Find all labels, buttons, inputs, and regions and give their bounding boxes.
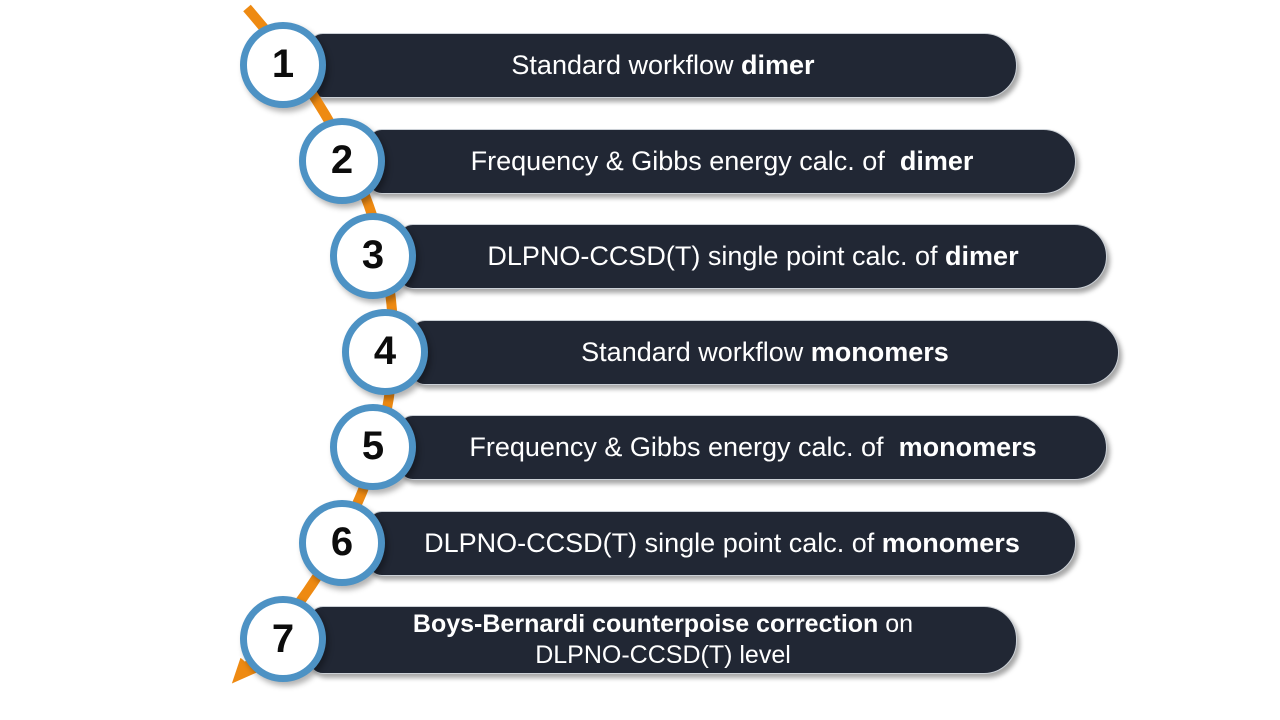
step-bar-6: DLPNO-CCSD(T) single point calc. of mono… — [368, 511, 1076, 576]
step-label-part: DLPNO-CCSD(T) single point calc. of — [487, 241, 946, 271]
step-bar-7: Boys-Bernardi counterpoise correction on… — [309, 606, 1017, 674]
step-label-part: Frequency & Gibbs energy calc. of — [469, 432, 899, 462]
step-bar-3: DLPNO-CCSD(T) single point calc. of dime… — [399, 224, 1107, 289]
step-label-part: dimer — [899, 146, 974, 176]
step-bar-1: Standard workflow dimer — [309, 33, 1017, 98]
step-label-part: monomers — [810, 337, 949, 367]
step-circle-7: 7 — [240, 596, 326, 682]
step-label-part: on DLPNO-CCSD(T) level — [535, 609, 914, 670]
step-number: 7 — [271, 616, 295, 661]
step-number: 2 — [330, 138, 354, 182]
step-bar-2: Frequency & Gibbs energy calc. of dimer — [368, 129, 1076, 194]
step-label-6: DLPNO-CCSD(T) single point calc. of mono… — [400, 528, 1044, 559]
step-bar-5: Frequency & Gibbs energy calc. of monome… — [399, 415, 1107, 480]
step-label-part: dimer — [741, 50, 815, 80]
step-label-part: Frequency & Gibbs energy calc. of — [470, 146, 900, 176]
step-number: 4 — [373, 329, 397, 373]
step-label-1: Standard workflow dimer — [487, 50, 838, 81]
step-number: 1 — [271, 42, 295, 86]
step-label-part: dimer — [945, 241, 1019, 271]
step-circle-6: 6 — [299, 499, 385, 586]
step-number: 6 — [330, 520, 354, 564]
step-label-part: DLPNO-CCSD(T) single point calc. of — [424, 528, 882, 558]
step-label-part: monomers — [881, 528, 1020, 558]
step-circle-5: 5 — [330, 403, 416, 490]
step-label-4: Standard workflow monomers — [557, 337, 973, 368]
step-number: 5 — [361, 424, 385, 468]
step-circle-1: 1 — [240, 21, 326, 108]
step-label-5: Frequency & Gibbs energy calc. of monome… — [445, 432, 1060, 463]
step-number: 3 — [361, 233, 385, 277]
step-label-part: Boys-Bernardi counterpoise correction — [412, 609, 879, 638]
step-circle-4: 4 — [342, 308, 428, 395]
step-label-2: Frequency & Gibbs energy calc. of dimer — [447, 146, 998, 177]
step-label-part: monomers — [898, 432, 1037, 462]
step-label-7: Boys-Bernardi counterpoise correction on… — [389, 609, 937, 672]
step-circle-3: 3 — [330, 212, 416, 299]
step-label-part: Standard workflow — [511, 50, 742, 80]
step-circle-2: 2 — [299, 117, 385, 204]
step-bar-4: Standard workflow monomers — [411, 320, 1119, 385]
step-label-3: DLPNO-CCSD(T) single point calc. of dime… — [463, 241, 1042, 272]
step-label-part: Standard workflow — [581, 337, 811, 367]
